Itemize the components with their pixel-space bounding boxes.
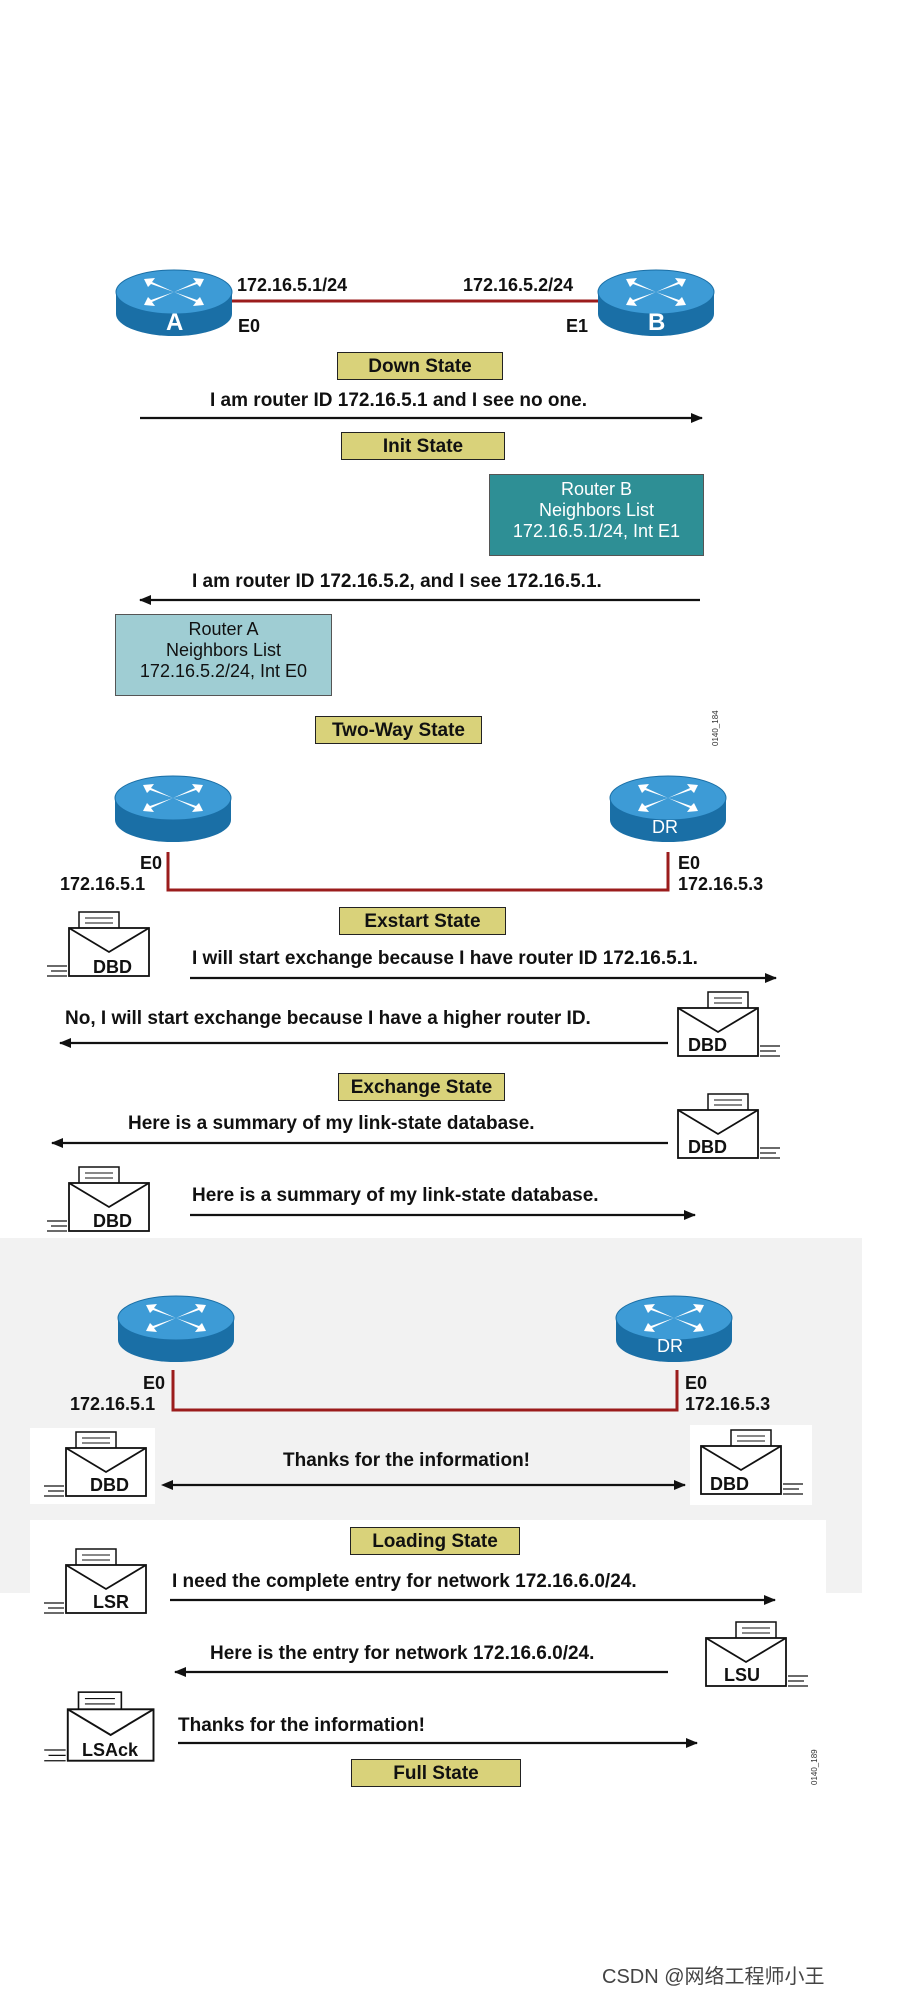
router-a-label: A: [166, 309, 184, 336]
lsu-label: LSU: [724, 1665, 760, 1685]
router-a-neighbors-list: Router A Neighbors List 172.16.5.2/24, I…: [115, 614, 332, 696]
exstart-state-label: Exstart State: [339, 907, 506, 935]
two-way-state-label: Two-Way State: [315, 716, 482, 744]
router-left-icon: [117, 1295, 235, 1363]
exchange-message-1: Here is a summary of my link-state datab…: [128, 1113, 535, 1134]
exchange-state-label: Exchange State: [338, 1073, 505, 1101]
down-state-message: I am router ID 172.16.5.1 and I see no o…: [210, 390, 587, 411]
router-a-neighbors-entry: 172.16.5.2/24, Int E0: [139, 661, 308, 681]
dbd-label: DBD: [93, 957, 132, 977]
dr-router-iface: E0: [685, 1373, 708, 1393]
router-b-neighbors-title: Router B: [560, 479, 633, 499]
router-left-icon: [114, 775, 232, 843]
down-state-label: Down State: [337, 352, 503, 380]
lsu-message: Here is the entry for network 172.16.6.0…: [210, 1643, 595, 1664]
left-router-ip: 172.16.5.1: [60, 874, 146, 894]
router-a-iface: E0: [238, 316, 261, 336]
exchange-message-2: Here is a summary of my link-state datab…: [192, 1185, 599, 1206]
link-e0-dr: [166, 852, 670, 892]
lsr-label: LSR: [93, 1592, 129, 1612]
dbd-label: DBD: [93, 1211, 132, 1231]
lsr-message: I need the complete entry for network 17…: [172, 1571, 637, 1592]
loading-state-label: Loading State: [350, 1527, 520, 1555]
dbd-label: DBD: [90, 1475, 129, 1495]
left-router-iface: E0: [143, 1373, 166, 1393]
init-state-label: Init State: [341, 432, 505, 460]
left-router-iface: E0: [140, 853, 163, 873]
thanks-message: Thanks for the information!: [283, 1450, 530, 1471]
dbd-label: DBD: [688, 1137, 727, 1157]
router-b-neighbors-list: Router B Neighbors List 172.16.5.1/24, I…: [489, 474, 704, 556]
router-b-neighbors-entry: 172.16.5.1/24, Int E1: [512, 521, 681, 541]
section-3-background-lower: [0, 1517, 30, 1593]
dr-router-iface: E0: [678, 853, 701, 873]
left-router-ip: 172.16.5.1: [70, 1394, 156, 1414]
router-a-ip: 172.16.5.1/24: [237, 275, 348, 295]
exstart-message-2: No, I will start exchange because I have…: [65, 1008, 591, 1029]
lsack-message: Thanks for the information!: [178, 1715, 425, 1736]
figure-code-1: 0140_184: [711, 710, 720, 746]
dbd-label: DBD: [710, 1474, 749, 1494]
router-a-neighbors-title: Router A: [188, 619, 259, 639]
router-b-iface: E1: [566, 316, 589, 336]
dr-router-label: DR: [657, 1336, 683, 1356]
exstart-message-1: I will start exchange because I have rou…: [192, 948, 698, 969]
init-reply-message: I am router ID 172.16.5.2, and I see 172…: [192, 571, 602, 592]
csdn-watermark: CSDN @网络工程师小王: [602, 1966, 825, 1988]
full-state-label: Full State: [351, 1759, 521, 1787]
dbd-label: DBD: [688, 1035, 727, 1055]
router-b-label: B: [648, 309, 666, 336]
figure-code-2: 0140_189: [810, 1749, 819, 1785]
router-b-neighbors-subtitle: Neighbors List: [538, 500, 655, 520]
dr-router-ip: 172.16.5.3: [678, 874, 764, 894]
dr-router-ip: 172.16.5.3: [685, 1394, 771, 1414]
dr-router-label: DR: [652, 817, 678, 837]
lsack-label: LSAck: [82, 1740, 139, 1760]
router-a-neighbors-subtitle: Neighbors List: [165, 640, 282, 660]
link-e0-dr-2: [171, 1370, 679, 1412]
router-b-ip: 172.16.5.2/24: [463, 275, 574, 295]
